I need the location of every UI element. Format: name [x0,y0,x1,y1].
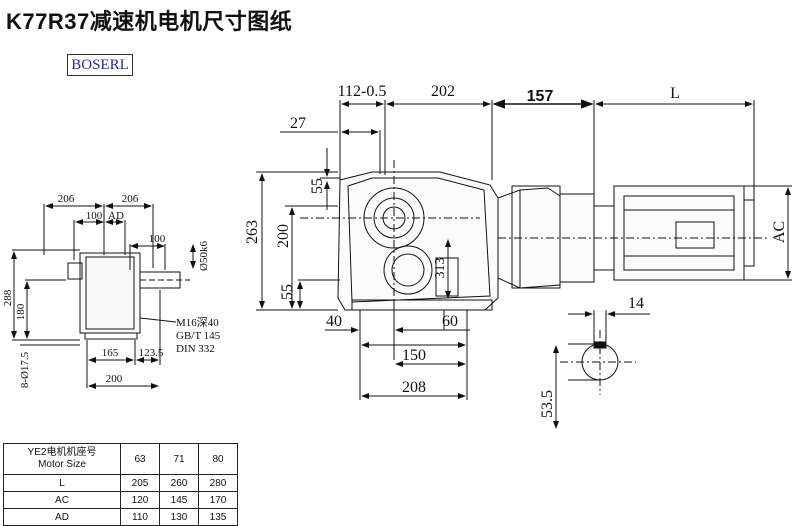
dim-123-5: 123.5 [139,347,164,359]
table-cell: 280 [198,474,238,492]
page-title: K77R37减速机电机尺寸图纸 [6,9,293,34]
dim-263: 263 [244,220,261,244]
main-view [256,99,792,400]
table-cell: 260 [159,474,199,492]
table-row: L 205 260 280 [3,474,238,492]
dim-100-a: 100 [86,210,103,222]
dim-180: 180 [15,303,27,320]
table-cell: 145 [159,491,199,509]
dim-112: 112-0.5 [338,83,387,100]
table-header-row: YE2电机机座号 Motor Size 63 71 80 [3,443,238,475]
dim-206-a: 206 [58,193,75,205]
spec-line: GB/T 145 [176,330,221,342]
dim-202: 202 [431,83,455,100]
dim-55-bottom: 55 [279,284,296,300]
dim-ad: AD [108,210,124,222]
dim-150: 150 [402,347,426,364]
dim-288: 288 [2,289,14,306]
header-line-cn: YE2电机机座号 [27,447,97,458]
spec-line: M16深40 [176,317,219,329]
shaft-detail [553,310,650,429]
dim-200: 200 [106,373,123,385]
dim-shaft-dia: Ø50k6 [198,241,210,271]
header-line-en: Motor Size [38,459,86,470]
table-cell: 135 [198,508,238,526]
table-cell: 110 [120,508,160,526]
dim-206-b: 206 [122,193,139,205]
table-header-cell: YE2电机机座号 Motor Size [3,443,121,475]
side-view-dims: 206 206 100 AD 100 Ø50k6 288 180 8-Ø17.5… [2,193,210,388]
table-cell: 170 [198,491,238,509]
dim-157: 157 [527,88,554,105]
dim-AC: AC [771,221,788,243]
row-label: AC [3,491,121,509]
dim-313: 313 [433,258,448,279]
side-view [11,203,196,389]
table-cell: 120 [120,491,160,509]
table-cell: 205 [120,474,160,492]
size-80: 80 [198,443,238,475]
dim-55-top: 55 [309,178,326,194]
dim-60: 60 [442,313,458,330]
dim-165: 165 [102,347,119,359]
dim-200: 200 [275,224,292,248]
table-row: AD 110 130 135 [3,508,238,526]
row-label: AD [3,508,121,526]
dim-L: L [670,85,680,102]
brand-logo: BOSERL [67,54,133,76]
dim-holes: 8-Ø17.5 [19,351,31,388]
shaft-center-hole-spec: M16深40 GB/T 145 DIN 332 [176,317,220,356]
dim-40: 40 [326,313,342,330]
table-cell: 130 [159,508,199,526]
main-view-dims: 112-0.5 202 157 L 27 55 263 200 55 313 4… [244,83,788,396]
shaft-dims: 14 53.5 [539,295,644,418]
table-row: AC 120 145 170 [3,491,238,509]
motor-size-table: YE2电机机座号 Motor Size 63 71 80 L 205 260 2… [3,443,238,526]
row-label: L [3,474,121,492]
size-63: 63 [120,443,160,475]
dim-27: 27 [290,115,306,132]
size-71: 71 [159,443,199,475]
dim-208: 208 [402,379,426,396]
dim-53-5: 53.5 [539,390,556,418]
dim-100-b: 100 [149,233,166,245]
spec-line: DIN 332 [176,343,215,355]
dim-14: 14 [628,295,644,312]
